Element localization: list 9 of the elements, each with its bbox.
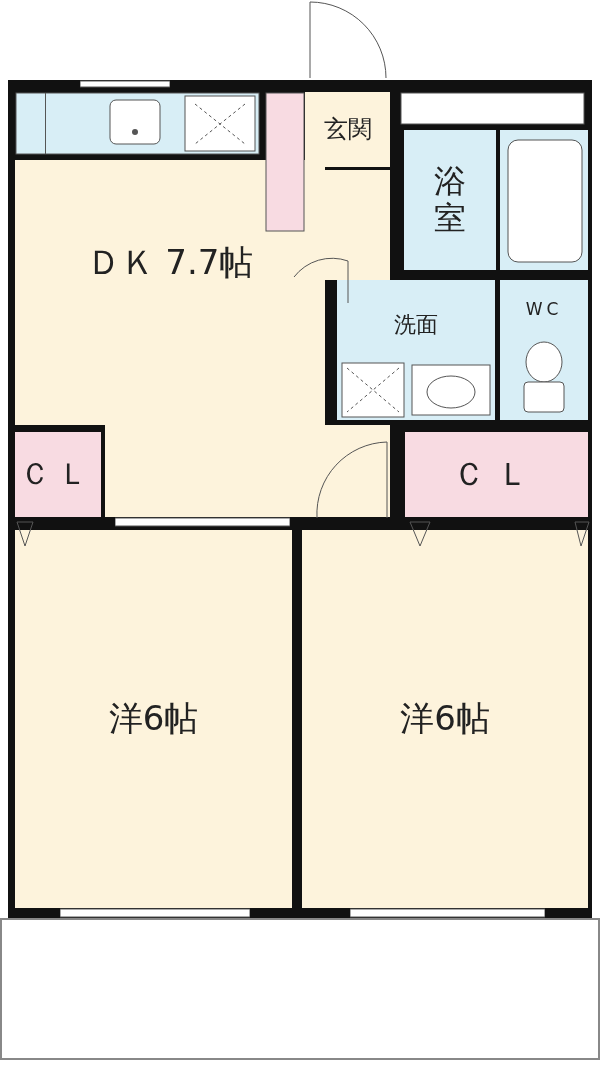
room: ＣＬ (15, 432, 101, 517)
room: 洋6帖 (302, 530, 588, 908)
room: ＤＫ 7.7帖 (15, 160, 325, 425)
room: 玄関 (305, 92, 390, 167)
room: ＣＬ (405, 432, 588, 517)
room: 洗面 (337, 280, 495, 360)
room: 浴室 (404, 130, 496, 270)
room: 洋6帖 (15, 530, 292, 908)
room: WC (500, 280, 588, 340)
